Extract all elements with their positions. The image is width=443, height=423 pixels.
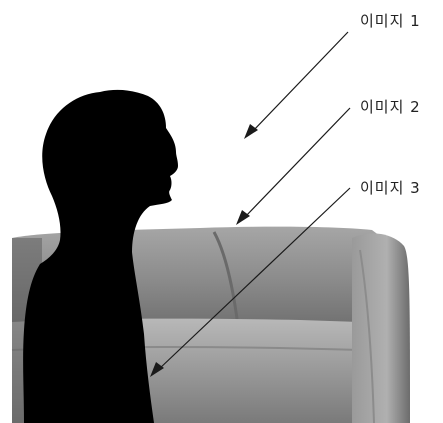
label-image-3: 이미지 3 <box>360 179 421 197</box>
label-image-1: 이미지 1 <box>360 12 421 30</box>
sofa-right-arm <box>352 233 410 423</box>
label-image-2: 이미지 2 <box>360 98 421 116</box>
